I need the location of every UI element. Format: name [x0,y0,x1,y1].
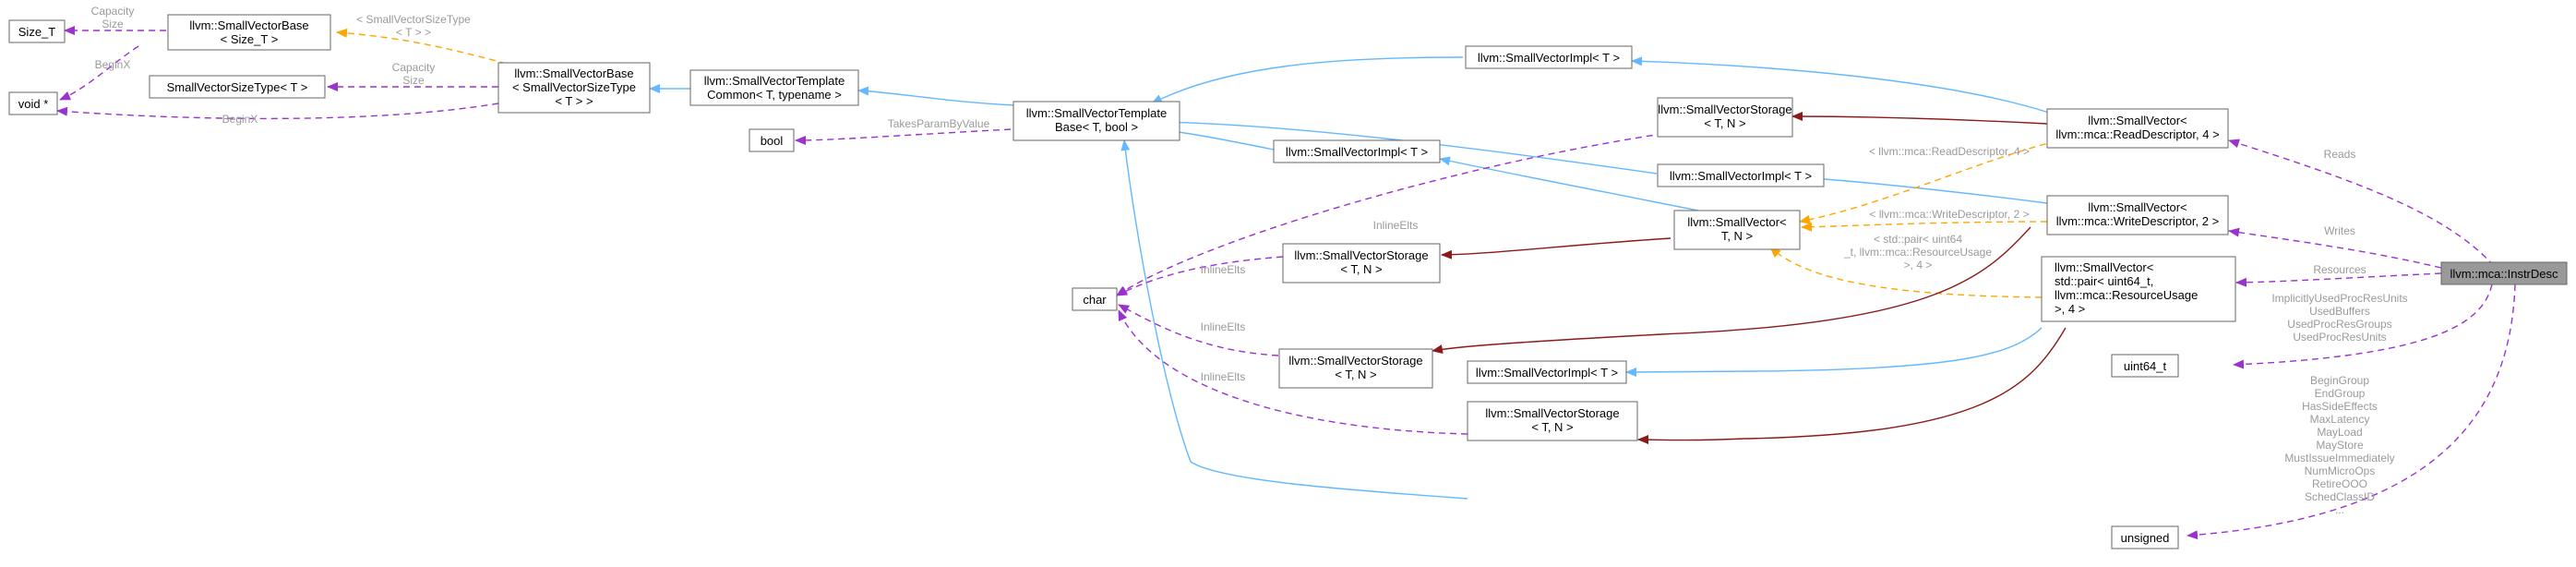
node-small-vector-impl-mid2[interactable]: llvm::SmallVectorImpl< T > [1657,163,1825,187]
edge-resources [2235,272,2442,287]
label-resource-template: < std::pair< uint64_t, llvm::mca::Resour… [1843,233,1992,271]
label-read-template: < llvm::mca::ReadDescriptor, 4 > [1869,145,2030,158]
edge-inherit-generic-impl [1439,156,1708,213]
node-small-vector-size-type[interactable]: SmallVectorSizeType< T > [149,75,326,99]
node-instr-desc[interactable]: llvm::mca::InstrDesc [2440,261,2568,285]
edge-unsigned [2187,284,2516,540]
edge-instance-generic-storage [1441,237,1671,259]
svg-text:llvm::SmallVector<T, N >: llvm::SmallVector<T, N > [1687,215,1786,243]
edge-beginx-2 [56,103,499,120]
edge-inherit-write-impl [1797,173,2048,204]
svg-text:unsigned: unsigned [2121,531,2170,545]
svg-text:llvm::SmallVectorImpl< T >: llvm::SmallVectorImpl< T > [1476,366,1618,380]
svg-text:llvm::SmallVectorImpl< T >: llvm::SmallVectorImpl< T > [1286,145,1428,159]
svg-text:Size_T: Size_T [18,25,56,39]
edge-inherit-base-common [857,86,1016,106]
label-sv-size-type-template: < SmallVectorSizeType< T > > [356,13,471,39]
edges [56,26,2516,540]
node-small-vector-read-descriptor[interactable]: llvm::SmallVector<llvm::mca::ReadDescrip… [2046,108,2229,149]
svg-text:llvm::SmallVector<llvm::mca::W: llvm::SmallVector<llvm::mca::WriteDescri… [2056,200,2219,228]
label-inline-elts-4: InlineElts [1201,370,1246,383]
svg-text:llvm::SmallVectorStorage< T, N: llvm::SmallVectorStorage< T, N > [1288,354,1422,381]
svg-text:llvm::SmallVectorBase< Size_T: llvm::SmallVectorBase< Size_T > [189,18,308,46]
edge-instance-resource-storage [1637,327,2067,445]
label-resources: Resources [2313,263,2366,276]
node-bool[interactable]: bool [749,128,795,152]
node-void-pointer[interactable]: void * [8,91,58,115]
edge-reads [2228,139,2495,267]
edge-inline-elts-1 [1116,127,1708,296]
label-beginx-1: BeginX [95,58,131,71]
svg-text:uint64_t: uint64_t [2124,359,2167,373]
edge-template-resource [1769,247,2043,298]
svg-text:llvm::mca::InstrDesc: llvm::mca::InstrDesc [2450,267,2558,281]
svg-text:llvm::SmallVectorStorage< T, N: llvm::SmallVectorStorage< T, N > [1294,248,1428,276]
edge-instance-read-storage [1791,112,2048,125]
node-small-vector-storage-low[interactable]: llvm::SmallVectorStorage< T, N > [1282,243,1441,284]
node-small-vector-base-size-type[interactable]: llvm::SmallVectorBase< SmallVectorSizeTy… [497,62,651,114]
edge-inherit-resource-impl [1625,327,2043,377]
svg-text:SmallVectorSizeType< T >: SmallVectorSizeType< T > [167,80,308,94]
edge-inherit-impl-mid2 [1158,117,1658,175]
node-small-vector-write-descriptor[interactable]: llvm::SmallVector<llvm::mca::WriteDescri… [2046,195,2229,235]
label-writes: Writes [2324,224,2355,237]
edge-template-read [1799,138,2068,224]
node-small-vector-storage-bottom[interactable]: llvm::SmallVectorStorage< T, N > [1467,401,1638,441]
label-takes-param: TakesParamByValue [888,117,990,130]
edge-inline-elts-3 [1118,304,1279,356]
node-uint64-t[interactable]: uint64_t [2111,354,2179,378]
edge-uint64 [2233,284,2493,369]
label-inline-elts-3: InlineElts [1201,320,1246,333]
edge-template-write [1801,221,2048,232]
node-size-t[interactable]: Size_T [8,19,66,43]
edge-inherit-impl-top [1151,56,1464,104]
svg-text:llvm::SmallVectorImpl< T >: llvm::SmallVectorImpl< T > [1670,169,1812,183]
node-small-vector-impl-low[interactable]: llvm::SmallVectorImpl< T > [1467,360,1627,384]
edge-inline-elts-4 [1118,309,1468,435]
svg-text:void *: void * [18,97,49,111]
edge-inline-elts-2 [1116,256,1284,296]
node-small-vector-storage-low2[interactable]: llvm::SmallVectorStorage< T, N > [1278,348,1433,389]
node-small-vector-resource-usage[interactable]: llvm::SmallVector<std::pair< uint64_t,ll… [2041,256,2236,322]
label-write-template: < llvm::mca::WriteDescriptor, 2 > [1869,208,2029,221]
node-small-vector-impl-mid[interactable]: llvm::SmallVectorImpl< T > [1273,139,1441,163]
svg-text:llvm::SmallVectorStorage< T, N: llvm::SmallVectorStorage< T, N > [1485,406,1619,434]
edge-instance-write-storage [1432,226,2031,354]
node-small-vector-storage-top[interactable]: llvm::SmallVectorStorage< T, N > [1657,97,1793,138]
label-inline-elts-2: InlineElts [1201,263,1246,276]
edge-writes [2228,227,2442,269]
svg-text:llvm::SmallVectorStorage< T, N: llvm::SmallVectorStorage< T, N > [1658,103,1791,130]
svg-text:llvm::SmallVectorBase< SmallVe: llvm::SmallVectorBase< SmallVectorSizeTy… [512,66,636,108]
edge-template-size-type [336,28,518,67]
node-small-vector-impl-top[interactable]: llvm::SmallVectorImpl< T > [1465,45,1633,69]
edge-beginx-1 [59,45,139,101]
svg-text:llvm::SmallVector<std::pair< u: llvm::SmallVector<std::pair< uint64_t,ll… [2055,260,2198,316]
node-unsigned[interactable]: unsigned [2111,525,2179,549]
label-beginx-2: BeginX [222,113,258,126]
node-small-vector-base-size-t[interactable]: llvm::SmallVectorBase< Size_T > [167,14,331,51]
svg-text:bool: bool [761,134,784,148]
edge-inherit-read-impl [1631,56,2050,114]
label-inline-elts-1: InlineElts [1373,219,1419,232]
svg-text:char: char [1083,293,1107,307]
svg-text:llvm::SmallVector<llvm::mca::R: llvm::SmallVector<llvm::mca::ReadDescrip… [2055,114,2219,141]
edge-takes-param [795,128,1012,145]
label-reads: Reads [2324,148,2356,161]
node-small-vector-generic[interactable]: llvm::SmallVector<T, N > [1673,210,1801,250]
edge-inherit-impl-low [1120,139,1468,500]
node-char[interactable]: char [1072,287,1118,311]
svg-text:llvm::SmallVectorImpl< T >: llvm::SmallVectorImpl< T > [1478,51,1620,65]
